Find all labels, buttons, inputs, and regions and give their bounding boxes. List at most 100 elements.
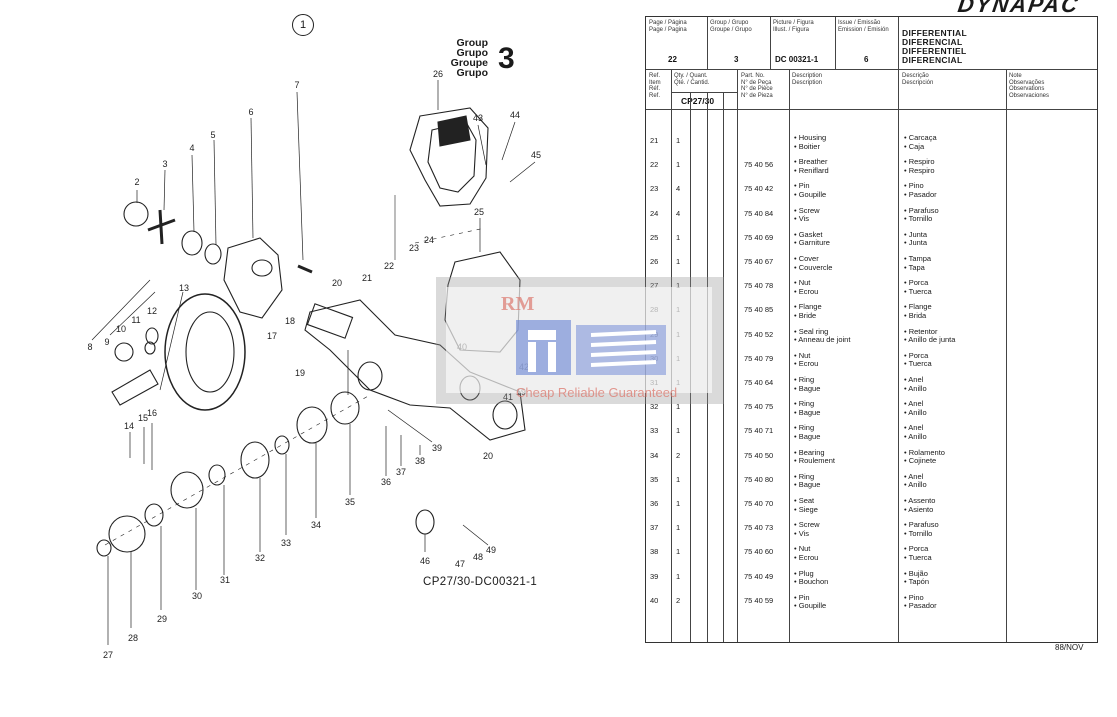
description-fr: • Reniflard [794, 165, 829, 175]
col-qty-header: Qty. / Quant. Qté. / Cantid. [674, 73, 709, 86]
part-number-cell: 75 40 49 [744, 571, 774, 581]
seal-29 [144, 503, 164, 527]
description-pt-es-cell: • Pino• Pasador [904, 182, 937, 199]
description-es: • Anillo [904, 407, 927, 417]
page-label: Page / Página Page / Pagina [649, 20, 687, 33]
description-en-fr-cell: • Breather• Reniflard [794, 158, 829, 175]
description-en-fr-cell: • Pin• Goupille [794, 593, 826, 611]
group-label-line: Groupe / Grupo [710, 26, 752, 33]
callout-26: 26 [432, 69, 444, 79]
group-value: 3 [734, 55, 739, 64]
callout-4: 4 [189, 143, 195, 153]
part-number-cell: 75 40 84 [744, 208, 774, 218]
callout-49: 49 [485, 545, 497, 555]
description-en-fr-cell: • Screw• Vis [794, 206, 820, 224]
divider [898, 17, 899, 69]
description-en: • Ring [794, 471, 815, 481]
callout-27: 27 [102, 650, 114, 660]
ref-cell: 40 [650, 595, 659, 605]
description-fr: • Bague [794, 480, 821, 490]
ref-cell: 38 [650, 547, 659, 557]
description-pt: • Junta [904, 229, 928, 239]
ref-cell: 36 [650, 499, 659, 508]
description-fr: • Ecrou [794, 552, 819, 562]
description-pt: • Bujão [904, 568, 928, 578]
description-pt: • Carcaça [904, 133, 937, 142]
description-en: • Nut [794, 350, 811, 360]
description-pt: • Respiro [904, 157, 935, 167]
description-pt: • Flange [904, 302, 932, 312]
bearing-2 [123, 201, 149, 227]
description-en: • Gasket [794, 229, 823, 239]
col-part-line: N° de Pièce [741, 86, 773, 92]
picture-label-line: Picture / Figura [773, 20, 814, 26]
part-number-cell: 75 40 73 [744, 523, 774, 533]
description-fr: • Bouchon [794, 577, 829, 587]
issue-label-line: Emission / Emisión [838, 26, 889, 33]
col-note-header: Note Observações Observations Observacio… [1009, 73, 1049, 99]
picture-label-line: Illust. / Figura [773, 26, 810, 33]
diff-case-part [223, 237, 283, 319]
col-ref-line: Ref. [649, 73, 661, 79]
col-note-line: Observations [1009, 86, 1045, 92]
divider [789, 69, 790, 642]
diagram-caption: CP27/30-DC00321-1 [423, 576, 538, 588]
qty-cell: 1 [676, 499, 681, 508]
description-en-fr-cell: • Ring• Bague [794, 400, 820, 417]
description-es: • Anillo de junta [904, 335, 956, 345]
callout-12: 12 [146, 306, 158, 316]
page-value: 22 [668, 55, 677, 64]
col-desc-en-line: Description [792, 73, 823, 79]
ref-cell: 23 [650, 184, 659, 194]
description-pt: • Retentor [904, 326, 938, 336]
col-part-line: N° de Pieza [741, 92, 773, 99]
title-es: DIFERENCIAL [902, 55, 963, 65]
description-fr: • Couvercle [794, 262, 833, 272]
part-number-cell: 75 40 64 [744, 378, 774, 387]
callout-6: 6 [248, 107, 254, 117]
ring-31 [208, 464, 226, 486]
description-en: • Seat [794, 496, 815, 505]
col-qty-line: Qté. / Cantid. [674, 79, 710, 86]
callout-41: 41 [502, 392, 514, 402]
watermark-logo-icon [516, 320, 666, 375]
description-pt: • Rolamento [904, 447, 945, 457]
title-fr: DIFFERENTIEL [902, 46, 967, 56]
callout-5: 5 [210, 130, 216, 140]
callout-17: 17 [266, 331, 278, 341]
description-en-fr-cell: • Seat• Siege [794, 496, 818, 514]
callout-45: 45 [530, 150, 542, 160]
description-en: • Flange [794, 302, 822, 312]
description-fr: • Ecrou [794, 286, 819, 296]
description-pt: • Porca [904, 350, 929, 360]
col-qty-line: Qty. / Quant. [674, 73, 708, 79]
part-number-cell: 75 40 69 [744, 232, 774, 242]
qty-cell: 1 [676, 426, 681, 436]
description-fr: • Garniture [794, 238, 830, 248]
ref-cell: 39 [650, 571, 659, 581]
description-fr: • Bride [794, 310, 817, 320]
qty-cell: 1 [676, 257, 681, 266]
description-en: • Ring [794, 375, 815, 384]
description-pt-es-cell: • Parafuso• Tornillo [904, 206, 939, 224]
callout-16: 16 [146, 408, 158, 418]
callout-29: 29 [156, 614, 168, 624]
issue-label: Issue / Emissão Emission / Emisión [838, 20, 889, 33]
description-en: • Pin [794, 181, 810, 191]
part-number-cell: 75 40 42 [744, 184, 774, 194]
divider [737, 69, 738, 642]
ref-cell: 32 [650, 402, 659, 412]
callout-15: 15 [137, 413, 149, 423]
col-note-line: Observações [1009, 79, 1045, 86]
callout-37: 37 [395, 467, 407, 477]
description-en: • Cover [794, 254, 819, 263]
description-fr: • Ecrou [794, 359, 819, 369]
description-en: • Plug [794, 568, 814, 578]
part-number-cell: 75 40 52 [744, 329, 774, 339]
ref-cell: 22 [650, 160, 659, 170]
nut-30 [170, 471, 204, 509]
issue-label-line: Issue / Emissão [838, 20, 881, 26]
